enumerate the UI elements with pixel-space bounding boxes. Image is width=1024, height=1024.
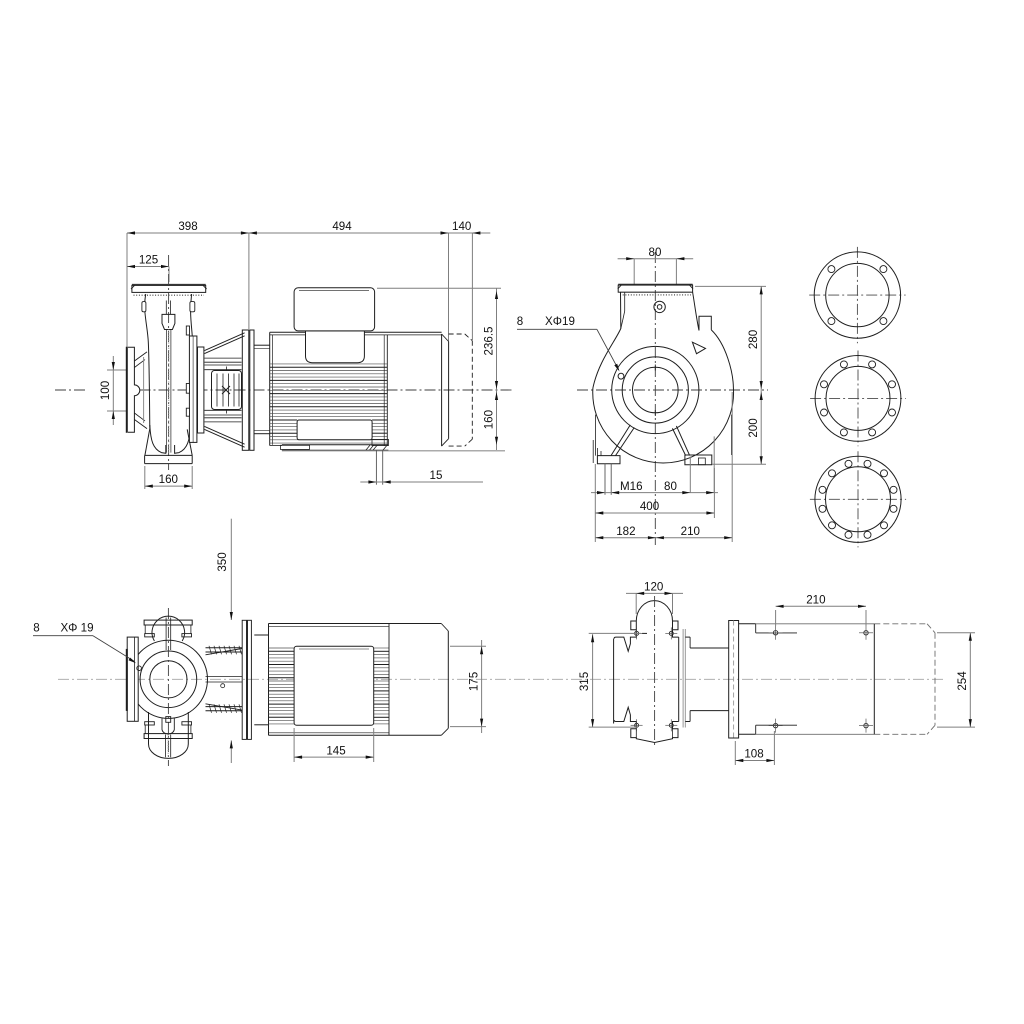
svg-text:80: 80 [649,246,662,259]
svg-text:236.5: 236.5 [482,326,495,355]
svg-text:398: 398 [178,220,197,233]
svg-text:160: 160 [482,410,495,429]
svg-text:15: 15 [430,469,443,482]
svg-text:160: 160 [159,473,178,486]
svg-text:125: 125 [139,254,158,267]
svg-text:400: 400 [640,500,659,513]
svg-text:280: 280 [747,330,760,349]
svg-text:140: 140 [452,220,471,233]
svg-text:350: 350 [216,552,229,571]
svg-text:100: 100 [99,381,112,400]
svg-text:182: 182 [616,525,635,538]
svg-text:175: 175 [467,672,480,691]
svg-text:254: 254 [956,671,969,691]
svg-text:80: 80 [664,480,677,493]
svg-text:8: 8 [517,315,523,328]
svg-text:200: 200 [747,418,760,437]
svg-text:145: 145 [326,744,345,757]
svg-text:210: 210 [806,594,825,607]
svg-text:XΦ19: XΦ19 [545,315,575,328]
svg-text:120: 120 [644,581,663,594]
svg-text:494: 494 [332,220,352,233]
svg-text:8: 8 [33,622,39,635]
svg-text:210: 210 [681,525,700,538]
svg-text:315: 315 [578,672,591,691]
svg-text:XΦ 19: XΦ 19 [60,622,93,635]
svg-text:108: 108 [744,748,763,761]
svg-text:M16: M16 [620,480,643,493]
